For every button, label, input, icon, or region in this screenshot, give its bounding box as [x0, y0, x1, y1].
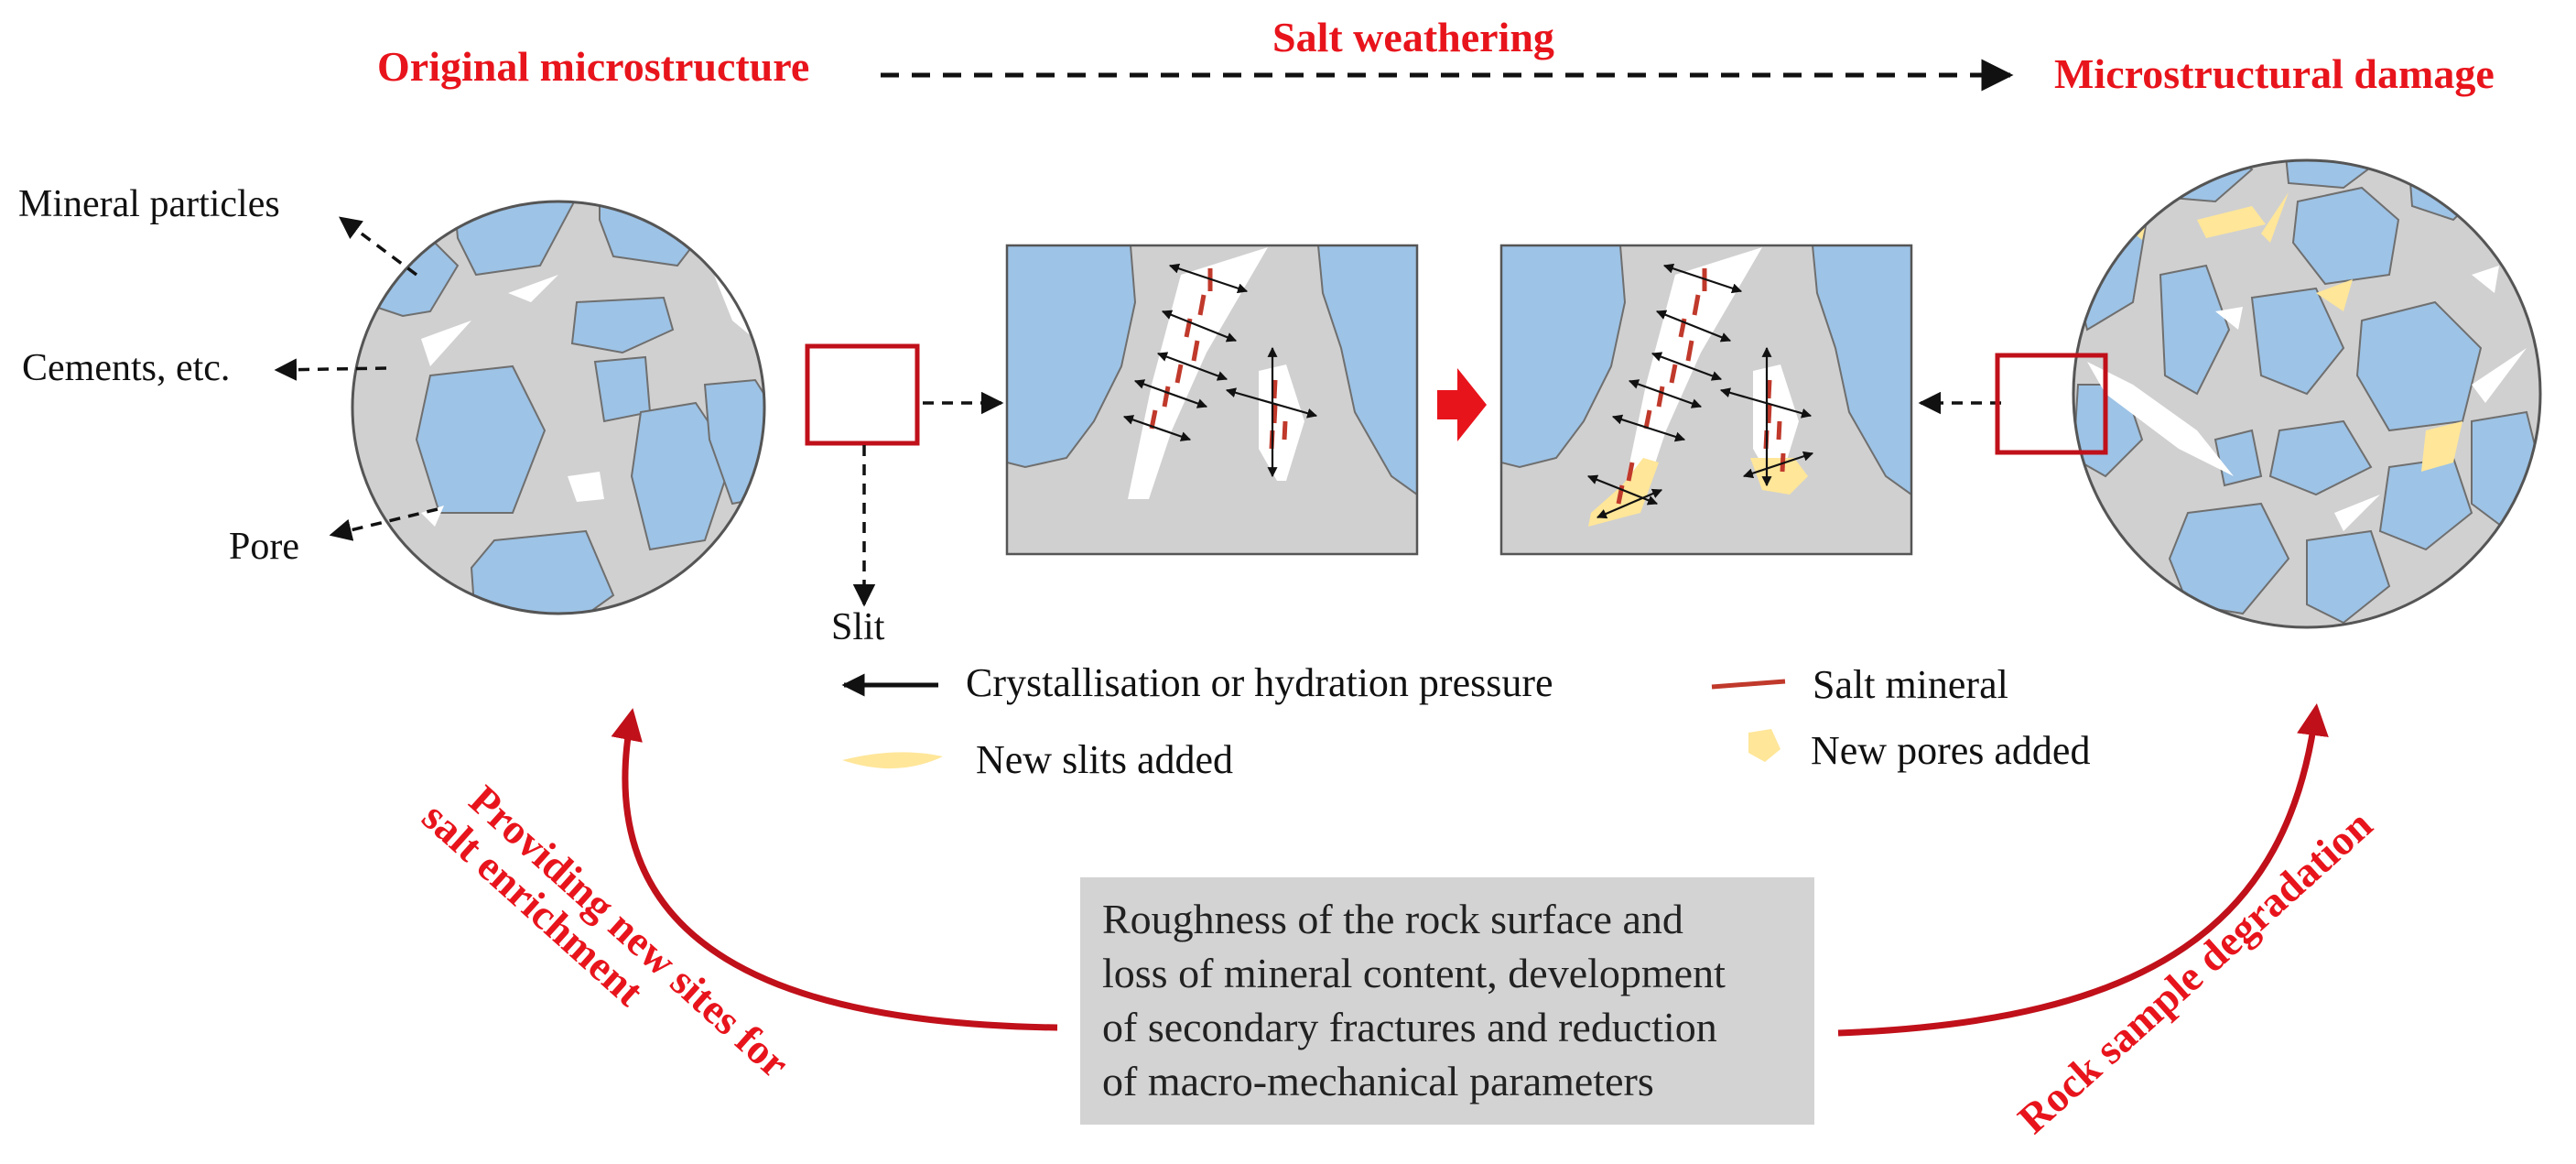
original-microstructure-circle: [351, 200, 920, 615]
cycle-arrow-left: [611, 708, 1058, 1031]
slit: [2087, 362, 2234, 476]
zoom-panel-after: [1499, 244, 1913, 556]
new-slit: [2261, 192, 2289, 243]
mineral-particle: [731, 603, 764, 614]
slit: [815, 374, 902, 421]
pore: [2472, 266, 2499, 293]
label-slit: Slit: [831, 606, 885, 648]
label-mineral-particles: Mineral particles: [18, 183, 280, 225]
mineral-particle: [2168, 502, 2290, 615]
mineral-particle: [2213, 429, 2263, 487]
mineral-particle: [2159, 264, 2231, 396]
cycle-label-right-text: Rock sample degradation: [2009, 800, 2381, 1142]
summary-line: Roughness of the rock surface and: [1102, 896, 1683, 942]
mineral-particle: [703, 378, 764, 506]
mineral-particle: [630, 401, 734, 551]
damaged-microstructure-circle: [1995, 158, 2542, 629]
pore: [568, 472, 604, 502]
mineral-particles-arrow: [339, 216, 418, 277]
title-salt-weathering: Salt weathering: [1272, 14, 1554, 60]
zoom-panel-before: [1005, 244, 1419, 556]
mineral-particle: [570, 296, 675, 354]
new-slit: [2197, 206, 2266, 238]
mineral-particle: [451, 201, 579, 277]
summary-line: of secondary fractures and reduction: [1102, 1004, 1717, 1050]
weathering-progress-arrow: [1437, 368, 1487, 441]
mineral-particle: [599, 201, 725, 267]
new-pore: [2014, 364, 2043, 380]
summary-line: loss of mineral content, development: [1102, 950, 1726, 996]
pore: [741, 201, 764, 211]
mineral-particle: [731, 201, 764, 305]
zoom-box-left: [805, 343, 920, 446]
cycle-arrow-right: [1837, 703, 2329, 1037]
legend-new-pores: New pores added: [1811, 728, 2090, 773]
slit: [508, 275, 558, 302]
title-original-microstructure: Original microstructure: [377, 43, 809, 90]
mineral-particle: [2306, 529, 2391, 625]
legend-pressure: Crystallisation or hydration pressure: [966, 660, 1553, 705]
salt-legend-icon: [1711, 679, 1786, 690]
mineral-particle: [787, 430, 833, 559]
pore: [746, 554, 764, 577]
legend-new-slits: New slits added: [976, 737, 1233, 782]
cycle-label-left: Providing new sites for salt enrichment: [414, 777, 798, 1087]
summary-box: Roughness of the rock surface and loss o…: [1080, 877, 1814, 1125]
mineral-particle: [630, 593, 725, 614]
legend-salt-mineral: Salt mineral: [1813, 662, 2008, 707]
mineral-particle: [2291, 186, 2400, 286]
mineral-particle: [2250, 287, 2345, 396]
new-slits-legend-icon: [842, 752, 943, 769]
new-pore: [2421, 421, 2462, 472]
summary-line: of macro-mechanical parameters: [1102, 1058, 1654, 1104]
label-pore: Pore: [229, 526, 299, 568]
mineral-particle: [470, 529, 615, 614]
mineral-particle: [2268, 419, 2373, 496]
slit: [421, 321, 471, 366]
slit: [2023, 426, 2060, 440]
label-cements: Cements, etc.: [22, 347, 230, 389]
cycle-label-right: Rock sample degradation: [2009, 800, 2381, 1142]
slit: [2472, 348, 2527, 403]
mineral-particle: [415, 364, 547, 514]
zoom-box-right: [1995, 353, 2108, 455]
new-pores-legend-icon: [1748, 729, 1780, 762]
pore: [2147, 595, 2179, 627]
slit: [2334, 495, 2380, 531]
pore: [421, 506, 444, 527]
pore: [2215, 307, 2243, 330]
new-pore: [2316, 279, 2353, 311]
title-microstructural-damage: Microstructural damage: [2054, 50, 2495, 97]
mineral-particle: [2282, 160, 2382, 190]
